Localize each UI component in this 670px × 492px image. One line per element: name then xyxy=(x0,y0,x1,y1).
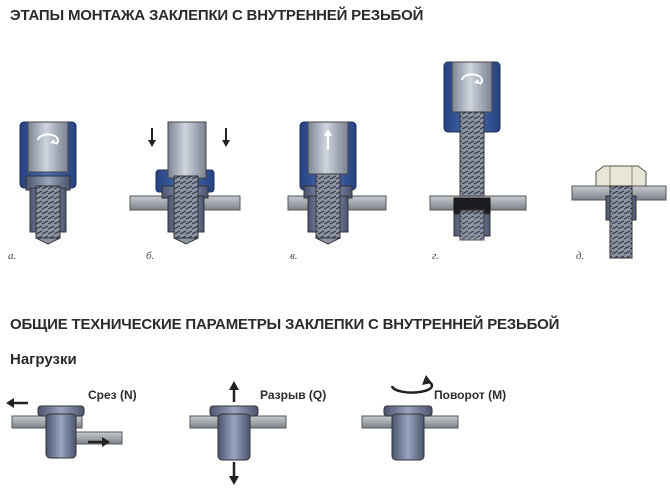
tension-label: Разрыв (Q) xyxy=(260,388,327,402)
nut-icon xyxy=(595,165,647,187)
down-arrows-icon xyxy=(148,128,230,147)
shear-load-figure xyxy=(6,398,123,459)
assembly-stages-title: ЭТАПЫ МОНТАЖА ЗАКЛЕПКИ С ВНУТРЕННЕЙ РЕЗЬ… xyxy=(10,7,424,24)
torque-arrow-icon xyxy=(390,375,434,394)
torque-label: Поворот (M) xyxy=(434,388,507,402)
rotate-icon xyxy=(461,73,483,85)
rotate-icon xyxy=(37,133,59,145)
torque-load-figure xyxy=(361,375,459,461)
stage-label-a: а. xyxy=(8,250,17,262)
loads-subtitle: Нагрузки xyxy=(10,351,77,368)
tension-arrows-icon xyxy=(229,381,239,485)
stage-label-d: г. xyxy=(432,250,439,262)
stage-c-figure xyxy=(287,121,387,245)
stage-a-figure xyxy=(19,121,77,245)
stage-b-figure xyxy=(129,121,241,245)
tension-load-figure xyxy=(189,381,287,485)
parameters-title: ОБЩИЕ ТЕХНИЧЕСКИЕ ПАРАМЕТРЫ ЗАКЛЕПКИ С В… xyxy=(10,316,560,333)
shear-label: Срез (N) xyxy=(88,388,137,402)
shear-arrows-icon xyxy=(6,398,110,447)
stage-label-b: б. xyxy=(146,250,155,262)
stage-d-figure xyxy=(429,61,527,241)
up-arrow-icon xyxy=(324,129,332,150)
stage-label-e: д. xyxy=(576,250,585,262)
stage-e-figure xyxy=(571,165,667,259)
stage-label-c: в. xyxy=(290,250,298,262)
